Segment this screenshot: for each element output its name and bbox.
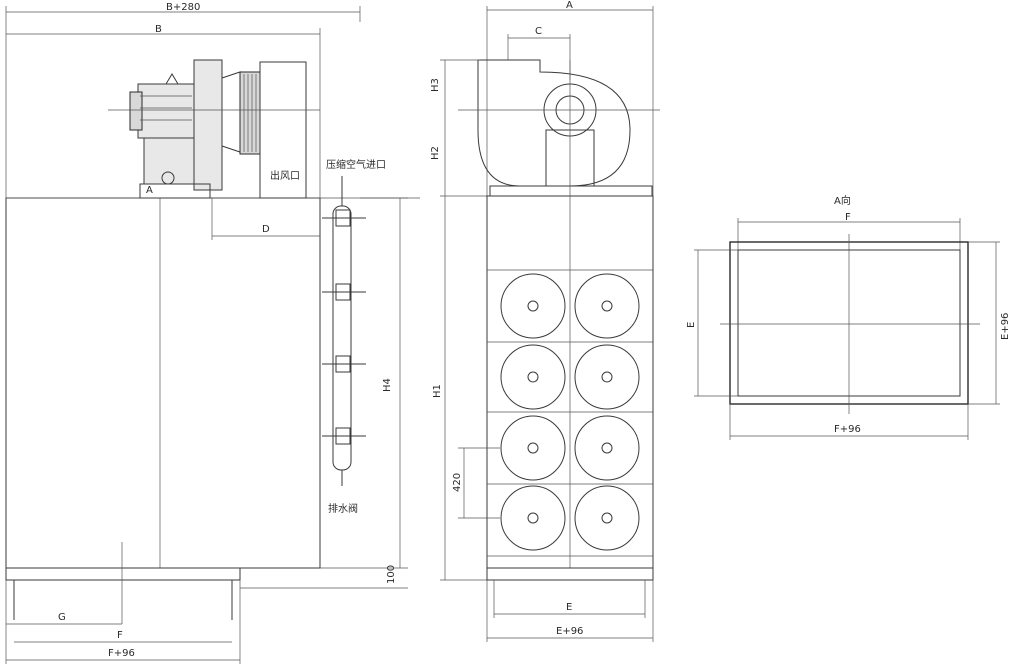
fan-volute (477, 59, 631, 187)
dim-g: G (58, 612, 66, 623)
dim-h2: H2 (430, 146, 441, 160)
label-compressed-air-inlet: 压缩空气进口 (326, 158, 386, 171)
outlet-duct (259, 61, 307, 199)
filter-cartridges (500, 273, 640, 551)
dim-420: 420 (452, 473, 463, 492)
side-view: B+280 B 出风口 A D 压缩空气进口 (5, 2, 420, 664)
dim-h4: H4 (382, 378, 393, 392)
label-outlet: 出风口 (270, 169, 300, 182)
filter-housing-side (5, 197, 321, 569)
fan-housing (193, 59, 223, 191)
label-section-a-left: A (146, 185, 153, 196)
dim-b: B (155, 24, 162, 35)
dim-e-plus-96-bottom: E+96 (556, 626, 583, 637)
base-frame-front (486, 567, 654, 581)
dim-b-plus-280: B+280 (166, 2, 200, 13)
dim-d: D (262, 224, 270, 235)
dim-f-plus-96-right: F+96 (834, 424, 861, 435)
dim-f-right: F (845, 212, 851, 223)
dim-h3: H3 (430, 78, 441, 92)
dim-f-left: F (117, 630, 123, 641)
base-frame-left (5, 567, 241, 581)
label-view-a: A向 (834, 194, 851, 207)
dim-c: C (535, 26, 542, 37)
dim-f-plus-96-left: F+96 (108, 648, 135, 659)
dim-h1: H1 (432, 384, 443, 398)
dim-100: 100 (386, 565, 397, 584)
motor (137, 83, 195, 139)
dim-e-plus-96-right: E+96 (1000, 313, 1011, 340)
label-drain-valve: 排水阀 (328, 502, 358, 515)
dim-e-bottom: E (566, 602, 572, 613)
dim-a-top: A (566, 0, 573, 11)
front-view: A C H3 H2 H1 (430, 0, 660, 642)
view-a: A向 F E E+96 F+96 (686, 194, 1011, 440)
dim-e-left-view: E (686, 322, 697, 328)
motor-base (143, 137, 195, 185)
